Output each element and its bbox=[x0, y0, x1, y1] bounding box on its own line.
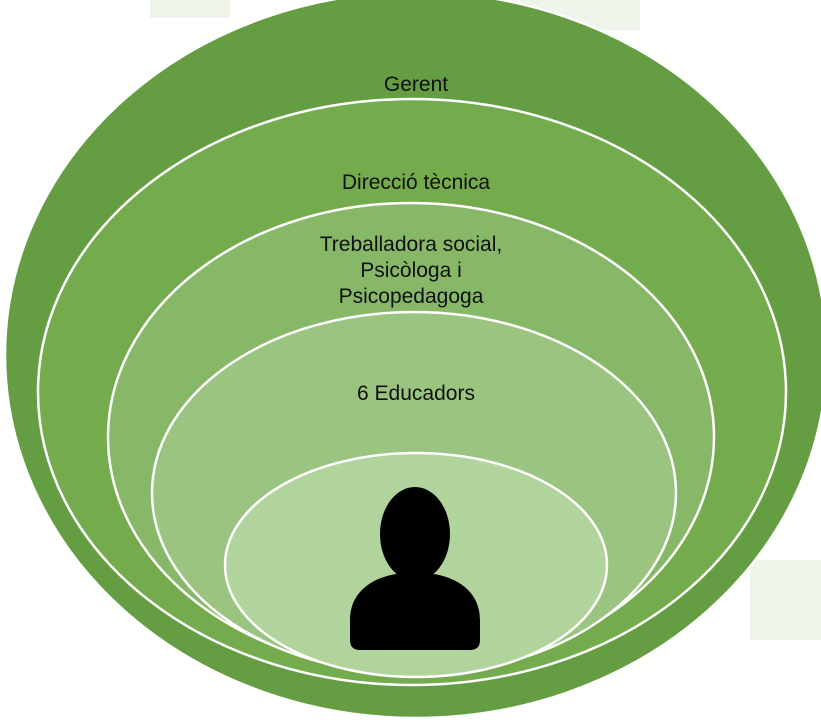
watermark-shape bbox=[750, 560, 821, 640]
person-icon bbox=[350, 487, 480, 650]
level-label-professionals: Treballadora social, Psicòloga i Psicope… bbox=[319, 233, 503, 308]
watermark-shape bbox=[150, 0, 230, 18]
level-label-direccio: Direcció tècnica bbox=[341, 171, 491, 194]
level-label-gerent: Gerent bbox=[383, 73, 449, 96]
level-label-educadors: 6 Educadors bbox=[357, 382, 475, 405]
